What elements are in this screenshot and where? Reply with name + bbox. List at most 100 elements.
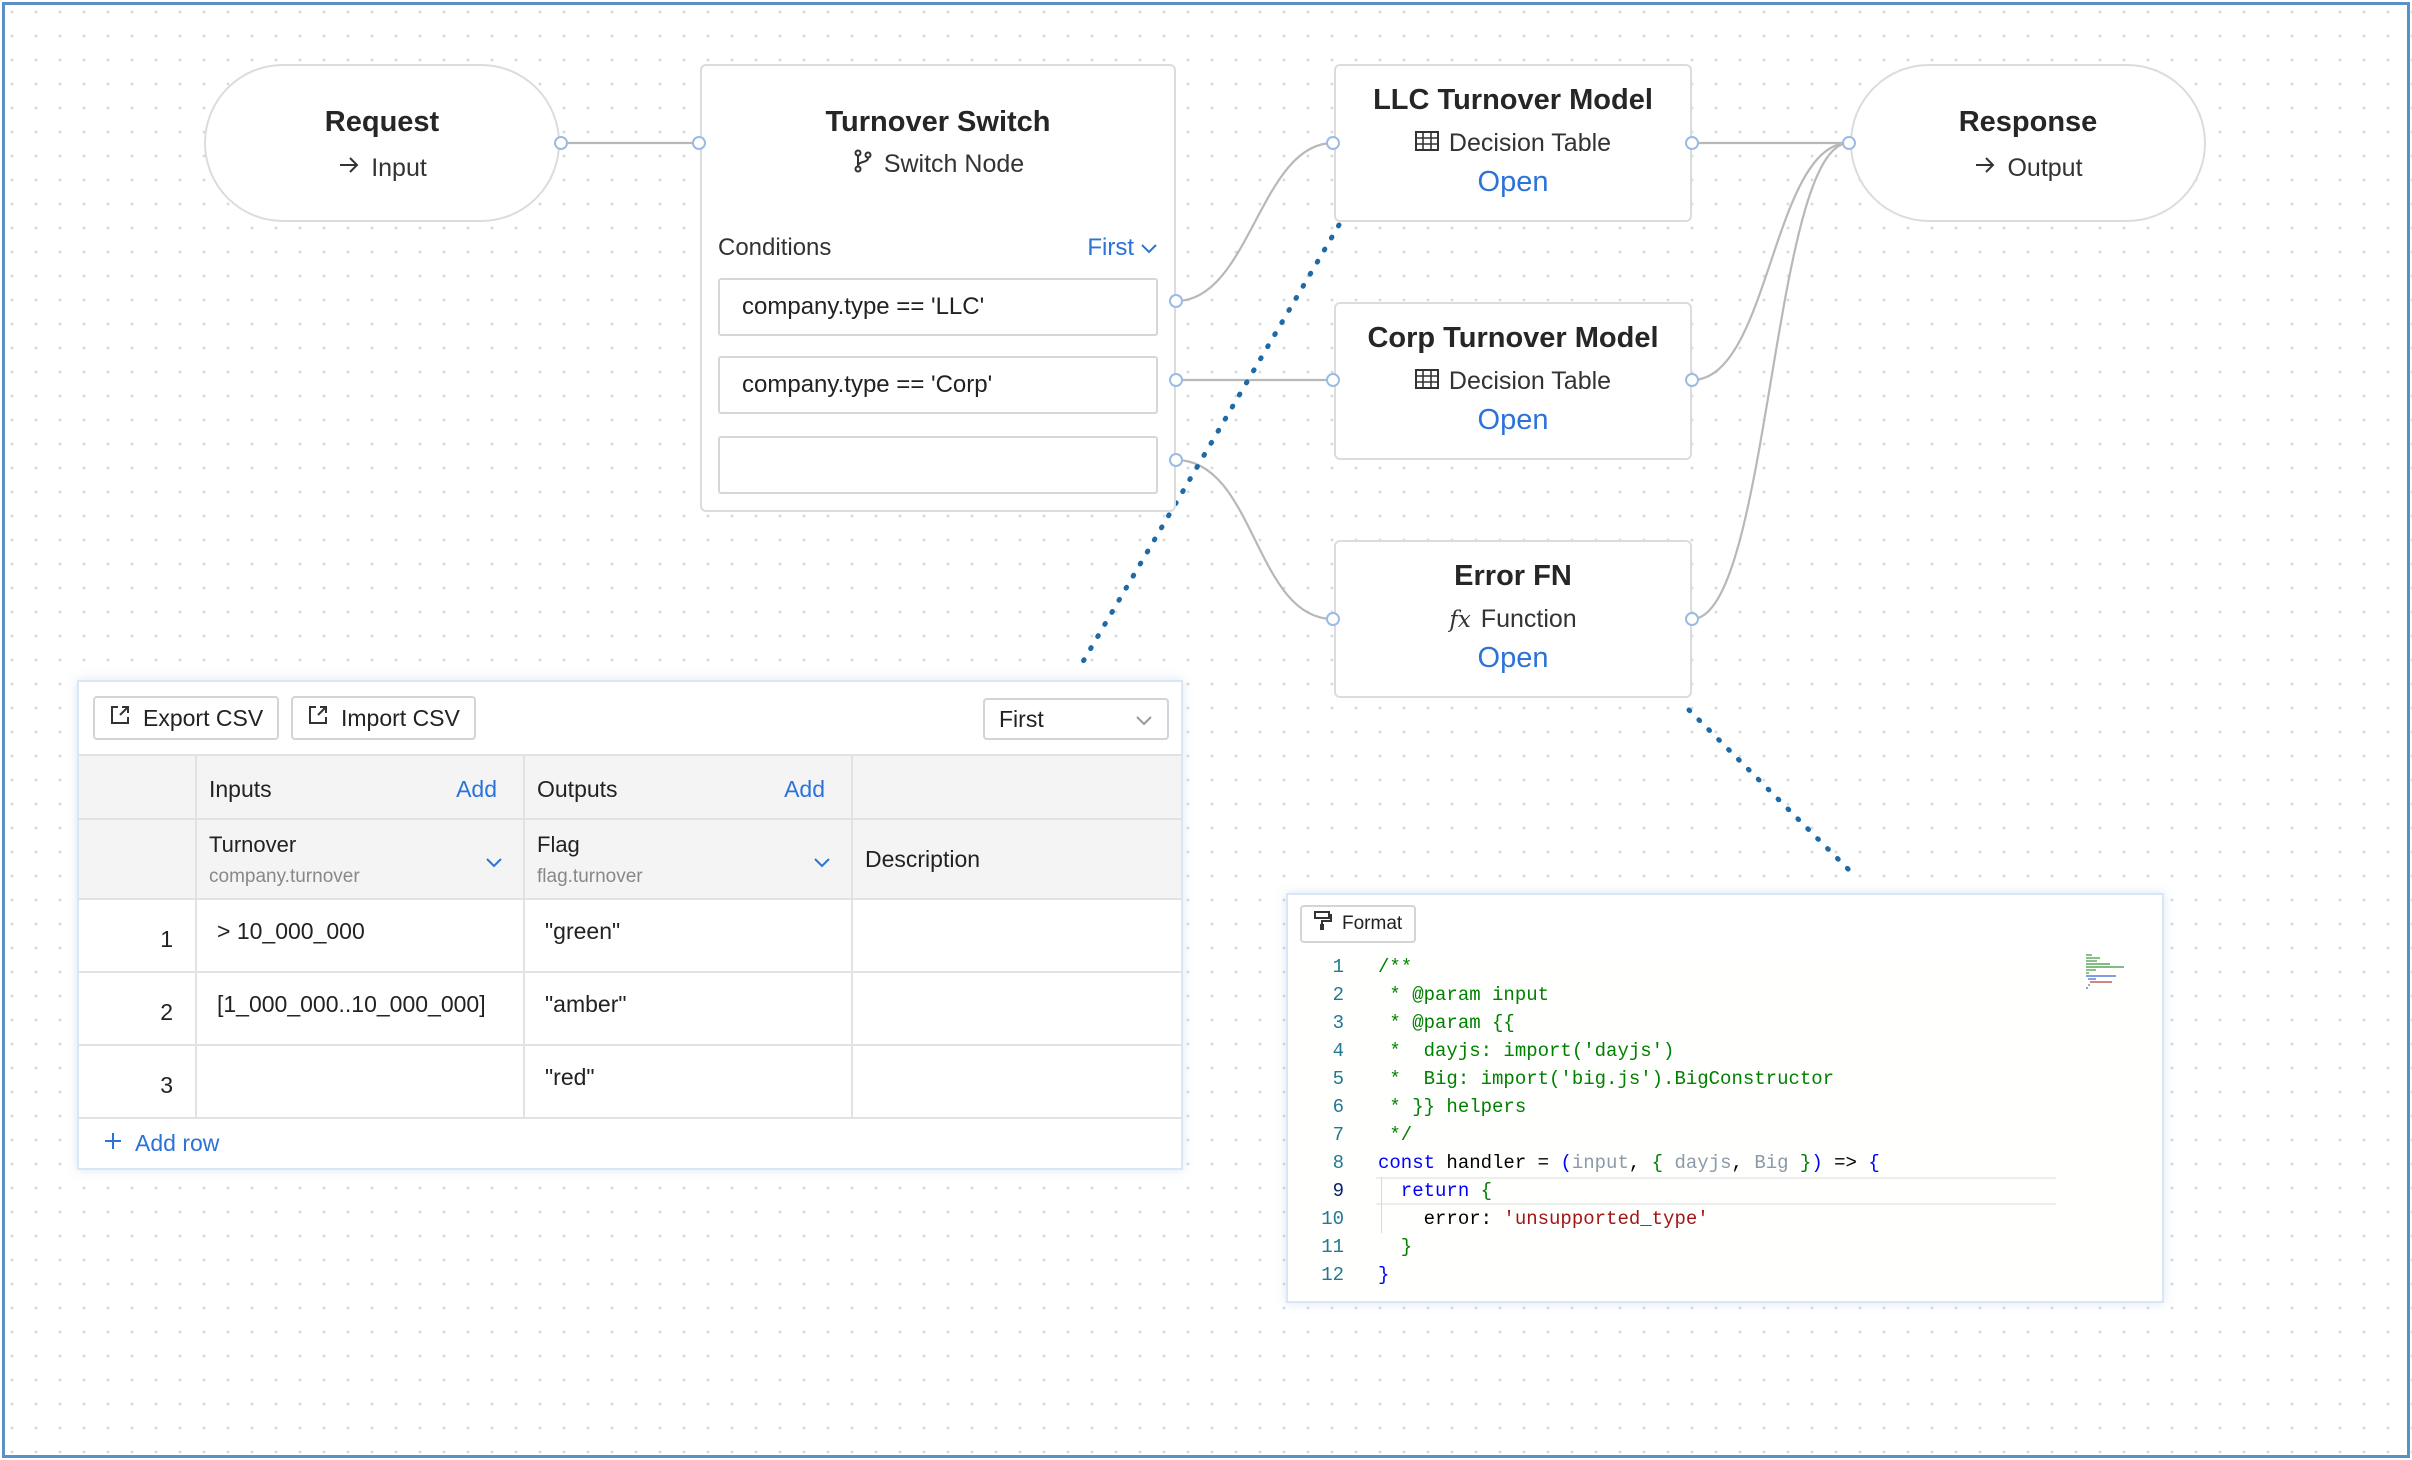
add-row-label: Add row xyxy=(135,1130,220,1156)
table-cell-description[interactable] xyxy=(853,973,1181,1046)
code-line[interactable]: 1/** xyxy=(1288,953,2162,981)
line-number: 1 xyxy=(1332,956,1344,978)
conditions-label: Conditions xyxy=(718,234,832,261)
chevron-down-icon[interactable] xyxy=(485,848,503,875)
code-line[interactable]: 7 */ xyxy=(1288,1121,2162,1149)
code-token: const xyxy=(1378,1152,1436,1174)
connector-errorfn-editor xyxy=(1686,707,1852,873)
corp-model-subtitle-label: Decision Table xyxy=(1448,367,1612,395)
code-token: , xyxy=(1731,1152,1755,1174)
table-cell-output[interactable]: "amber" xyxy=(525,973,853,1046)
response-node[interactable]: Response Output xyxy=(1850,64,2206,222)
output-column-path: flag.turnover xyxy=(537,866,643,887)
line-number: 6 xyxy=(1332,1096,1344,1118)
code-line[interactable]: 12} xyxy=(1288,1261,2162,1289)
corp-model-output-handle[interactable] xyxy=(1685,373,1699,387)
request-node[interactable]: Request Input xyxy=(204,64,560,222)
switch-node[interactable]: Turnover Switch Switch Node Conditions F… xyxy=(700,64,1176,512)
code-token: * Big: import('big.js').BigConstructor xyxy=(1378,1068,1835,1090)
import-csv-button[interactable]: Import CSV xyxy=(291,696,476,740)
code-token: } xyxy=(1378,1236,1413,1258)
row-number: 2 xyxy=(79,973,197,1046)
switch-output-handle-default[interactable] xyxy=(1169,453,1183,467)
line-number: 3 xyxy=(1332,1012,1344,1034)
line-content: } xyxy=(1378,1233,1412,1261)
switch-subtitle: Switch Node xyxy=(702,149,1174,180)
code-token: error: xyxy=(1378,1208,1504,1230)
condition-input-default[interactable] xyxy=(718,436,1158,494)
code-line[interactable]: 4 * dayjs: import('dayjs') xyxy=(1288,1037,2162,1065)
error-fn-subtitle: fx Function xyxy=(1336,605,1690,634)
add-row-button[interactable]: Add row xyxy=(103,1130,219,1157)
error-fn-output-handle[interactable] xyxy=(1685,612,1699,626)
llc-model-output-handle[interactable] xyxy=(1685,136,1699,150)
chevron-down-icon[interactable] xyxy=(813,848,831,875)
error-fn-node[interactable]: Error FN fx Function Open xyxy=(1334,540,1692,698)
corp-model-input-handle[interactable] xyxy=(1326,373,1340,387)
line-content: */ xyxy=(1378,1121,1412,1149)
paint-roller-icon xyxy=(1314,911,1332,937)
inputs-label: Inputs xyxy=(209,776,272,802)
response-input-handle[interactable] xyxy=(1842,136,1856,150)
input-column-header[interactable]: Turnover company.turnover xyxy=(197,820,525,900)
code-line[interactable]: 9 return { xyxy=(1288,1177,2162,1205)
import-csv-label: Import CSV xyxy=(341,704,460,731)
import-icon xyxy=(307,704,329,732)
line-content: * Big: import('big.js').BigConstructor xyxy=(1378,1065,1834,1093)
line-number: 2 xyxy=(1332,984,1344,1006)
corp-model-open-link[interactable]: Open xyxy=(1477,404,1549,436)
output-column-header[interactable]: Flag flag.turnover xyxy=(525,820,853,900)
code-line[interactable]: 5 * Big: import('big.js').BigConstructor xyxy=(1288,1065,2162,1093)
indent-guide xyxy=(1381,1177,1382,1233)
table-cell-input[interactable]: [1_000_000..10_000_000] xyxy=(197,973,525,1046)
code-line[interactable]: 11 } xyxy=(1288,1233,2162,1261)
llc-model-title: LLC Turnover Model xyxy=(1373,84,1653,116)
error-fn-open-link[interactable]: Open xyxy=(1477,642,1549,674)
line-number: 8 xyxy=(1332,1152,1344,1174)
arrow-right-icon xyxy=(1973,153,1997,184)
row-number: 3 xyxy=(79,1046,197,1119)
request-output-handle[interactable] xyxy=(554,136,568,150)
corp-model-title: Corp Turnover Model xyxy=(1367,322,1659,354)
export-icon xyxy=(109,704,131,732)
error-fn-input-handle[interactable] xyxy=(1326,612,1340,626)
export-csv-button[interactable]: Export CSV xyxy=(93,696,280,740)
decision-table-panel: Export CSV Import CSV First Inputs Add O… xyxy=(77,680,1183,1170)
table-cell-input[interactable] xyxy=(197,1046,525,1119)
condition-input-llc[interactable] xyxy=(718,278,1158,336)
empty-group-header xyxy=(853,756,1181,820)
table-cell-description[interactable] xyxy=(853,900,1181,973)
chevron-down-icon xyxy=(1135,706,1153,733)
table-cell-output[interactable]: "green" xyxy=(525,900,853,973)
llc-model-open-link[interactable]: Open xyxy=(1477,166,1549,198)
error-fn-title: Error FN xyxy=(1454,560,1572,592)
format-button[interactable]: Format xyxy=(1300,905,1417,943)
corner-cell xyxy=(79,820,197,900)
table-cell-output[interactable]: "red" xyxy=(525,1046,853,1119)
llc-model-input-handle[interactable] xyxy=(1326,136,1340,150)
arrow-right-icon xyxy=(337,153,361,184)
switch-output-handle-corp[interactable] xyxy=(1169,373,1183,387)
condition-input-corp[interactable] xyxy=(718,356,1158,414)
code-line[interactable]: 6 * }} helpers xyxy=(1288,1093,2162,1121)
request-subtitle-label: Input xyxy=(371,154,427,182)
table-cell-input[interactable]: > 10_000_000 xyxy=(197,900,525,973)
add-output-button[interactable]: Add xyxy=(784,776,825,802)
code-line[interactable]: 2 * @param input xyxy=(1288,981,2162,1009)
code-line[interactable]: 3 * @param {{ xyxy=(1288,1009,2162,1037)
code-line[interactable]: 10 error: 'unsupported_type' xyxy=(1288,1205,2162,1233)
response-subtitle-label: Output xyxy=(2007,154,2083,182)
hit-policy-select[interactable]: First xyxy=(983,698,1169,740)
switch-input-handle[interactable] xyxy=(692,136,706,150)
hit-policy-select-value: First xyxy=(999,705,1044,732)
add-input-button[interactable]: Add xyxy=(456,776,497,802)
llc-model-subtitle: Decision Table xyxy=(1336,129,1690,158)
hit-policy-dropdown[interactable]: First xyxy=(1087,234,1158,262)
llc-model-node[interactable]: LLC Turnover Model Decision Table Open xyxy=(1334,64,1692,222)
corp-model-node[interactable]: Corp Turnover Model Decision Table Open xyxy=(1334,302,1692,460)
table-cell-description[interactable] xyxy=(853,1046,1181,1119)
code-token: } xyxy=(1788,1152,1812,1174)
switch-output-handle-llc[interactable] xyxy=(1169,294,1183,308)
